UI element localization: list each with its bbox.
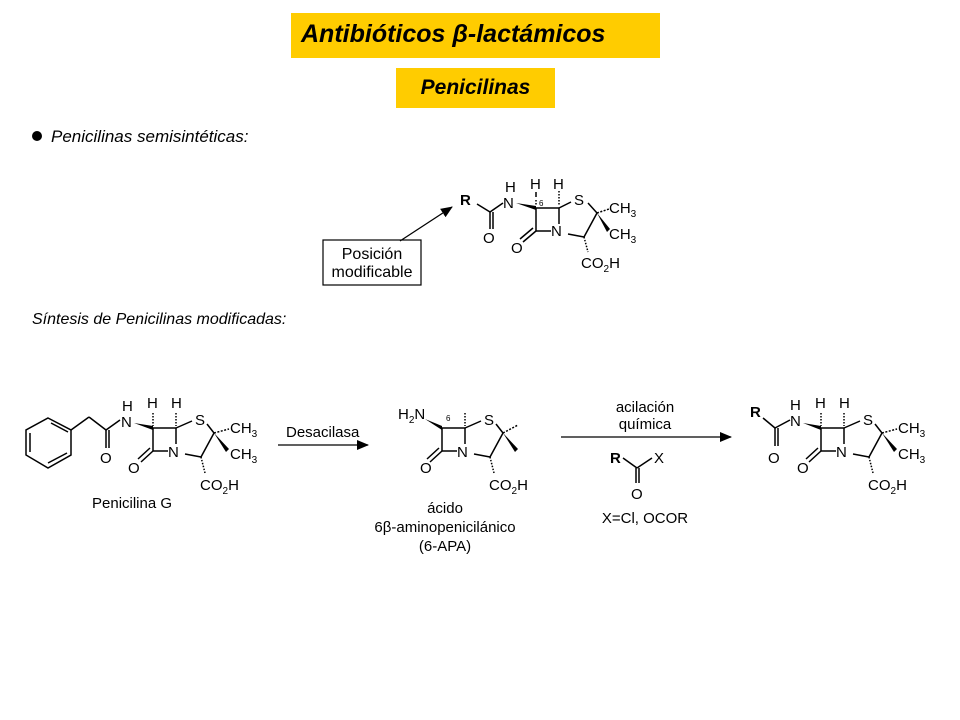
modified-penicillin-atom-labels: R N H H H S N O O CH3 CH3 CO2H bbox=[750, 395, 926, 497]
svg-text:CO2H: CO2H bbox=[489, 477, 528, 497]
svg-text:X: X bbox=[654, 450, 664, 467]
svg-text:CO2H: CO2H bbox=[200, 477, 239, 497]
reagent-conditions: X=Cl, OCOR bbox=[602, 510, 688, 527]
svg-text:O: O bbox=[797, 460, 809, 477]
penicillin-g-label: Penicilina G bbox=[92, 495, 172, 512]
svg-text:N: N bbox=[121, 414, 132, 431]
acyl-reagent-structure: R X O X=Cl, OCOR bbox=[602, 450, 688, 527]
svg-text:O: O bbox=[483, 230, 495, 247]
bullet-text: Penicilinas semisintéticas: bbox=[51, 127, 249, 146]
svg-text:modificable: modificable bbox=[332, 264, 413, 281]
svg-text:O: O bbox=[511, 240, 523, 257]
svg-text:S: S bbox=[574, 192, 584, 209]
position-6-label: 6 bbox=[446, 414, 451, 423]
svg-text:O: O bbox=[128, 460, 140, 477]
svg-text:N: N bbox=[503, 195, 514, 212]
svg-text:N: N bbox=[790, 413, 801, 430]
svg-text:H: H bbox=[839, 395, 850, 412]
svg-text:6β-aminopenicilánico: 6β-aminopenicilánico bbox=[374, 519, 515, 536]
wedge-bond bbox=[597, 213, 610, 232]
r-group-label: R bbox=[460, 192, 471, 209]
svg-text:S: S bbox=[863, 412, 873, 429]
svg-text:CO2H: CO2H bbox=[868, 477, 907, 497]
svg-text:H: H bbox=[815, 395, 826, 412]
svg-text:química: química bbox=[619, 416, 672, 433]
desacilasa-label: Desacilasa bbox=[286, 424, 360, 441]
top-atom-labels: R N H H H 6 S N O O CH3 CH3 CO2H bbox=[460, 176, 637, 275]
bullet-item: Penicilinas semisintéticas: bbox=[32, 127, 248, 147]
svg-text:CO2H: CO2H bbox=[581, 255, 620, 275]
penicillin-core-structure bbox=[476, 191, 610, 253]
svg-text:(6-APA): (6-APA) bbox=[419, 538, 471, 555]
svg-text:ácido: ácido bbox=[427, 500, 463, 517]
synthesis-heading: Síntesis de Penicilinas modificadas: bbox=[32, 311, 287, 328]
6-apa-name-label: ácido 6β-aminopenicilánico (6-APA) bbox=[374, 500, 515, 555]
wedge-bond bbox=[134, 423, 153, 430]
svg-text:H2N: H2N bbox=[398, 406, 425, 426]
svg-text:N: N bbox=[457, 444, 468, 461]
penicillin-g-atom-labels: N H H H S N O O CH3 CH3 CO2H bbox=[100, 395, 258, 497]
svg-text:acilación: acilación bbox=[616, 399, 674, 416]
6-apa-atom-labels: H2N 6 S N O CO2H bbox=[398, 406, 528, 497]
svg-text:CH3: CH3 bbox=[230, 420, 258, 440]
subtitle-banner: Penicilinas bbox=[396, 68, 555, 108]
r-group-label: R bbox=[750, 404, 761, 421]
svg-text:CH3: CH3 bbox=[609, 200, 637, 220]
svg-text:H: H bbox=[171, 395, 182, 412]
svg-text:N: N bbox=[836, 444, 847, 461]
title-banner: Antibióticos β-lactámicos bbox=[291, 13, 660, 58]
svg-text:O: O bbox=[420, 460, 432, 477]
svg-text:N: N bbox=[168, 444, 179, 461]
6-apa-structure bbox=[426, 413, 519, 474]
svg-text:S: S bbox=[195, 412, 205, 429]
svg-text:H: H bbox=[505, 179, 516, 196]
wedge-bond bbox=[803, 423, 821, 430]
svg-text:CH3: CH3 bbox=[230, 446, 258, 466]
page-title: Antibióticos β-lactámicos bbox=[301, 20, 606, 48]
svg-text:CH3: CH3 bbox=[898, 420, 926, 440]
wedge-bond bbox=[425, 419, 442, 430]
svg-text:H: H bbox=[147, 395, 158, 412]
svg-text:O: O bbox=[631, 486, 643, 503]
svg-text:S: S bbox=[484, 412, 494, 429]
svg-text:CH3: CH3 bbox=[609, 226, 637, 246]
svg-text:CH3: CH3 bbox=[898, 446, 926, 466]
wedge-bond bbox=[516, 203, 536, 210]
penicillin-g-structure bbox=[25, 413, 230, 474]
acylation-arrow: acilación química bbox=[561, 399, 732, 442]
bullet-dot-icon bbox=[32, 131, 42, 141]
wedge-bond bbox=[503, 433, 518, 452]
wedge-bond bbox=[882, 433, 897, 452]
svg-text:H: H bbox=[790, 397, 801, 414]
r-group-label: R bbox=[610, 450, 621, 467]
svg-text:H: H bbox=[530, 176, 541, 193]
svg-text:H: H bbox=[553, 176, 564, 193]
svg-text:O: O bbox=[100, 450, 112, 467]
desacilasa-arrow: Desacilasa bbox=[278, 424, 369, 450]
svg-text:Posición: Posición bbox=[342, 246, 402, 263]
page-subtitle: Penicilinas bbox=[420, 76, 531, 99]
svg-text:H: H bbox=[122, 398, 133, 415]
svg-text:N: N bbox=[551, 223, 562, 240]
modifiable-position-callout: Posición modificable bbox=[322, 206, 453, 286]
wedge-bond bbox=[214, 433, 229, 452]
modified-penicillin-structure bbox=[762, 413, 898, 474]
position-6-label: 6 bbox=[539, 199, 544, 208]
svg-text:O: O bbox=[768, 450, 780, 467]
